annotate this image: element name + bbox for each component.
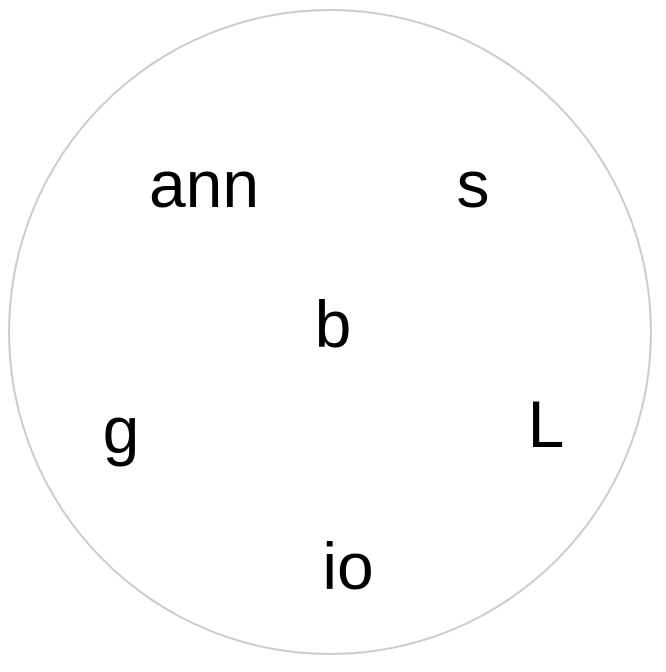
text-fragment-L: L xyxy=(527,387,565,461)
text-fragment-s: s xyxy=(456,147,490,221)
circle-outline xyxy=(8,9,652,655)
text-fragment-g: g xyxy=(102,393,140,467)
text-fragment-b: b xyxy=(314,287,352,361)
text-fragment-io: io xyxy=(322,529,374,603)
text-fragment-ann: ann xyxy=(148,147,260,221)
